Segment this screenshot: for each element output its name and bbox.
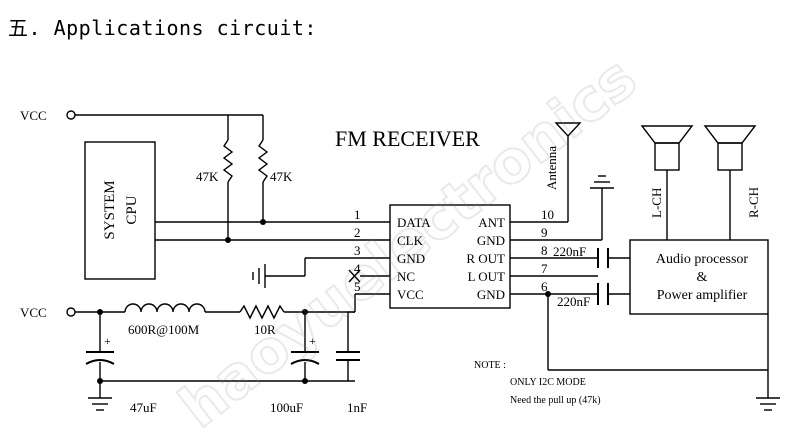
fm-receiver-chip — [389, 204, 511, 309]
cap-polarity-mark: + — [309, 334, 316, 348]
section-heading: 五. Applications circuit: — [8, 16, 317, 40]
series-resistor — [239, 304, 285, 320]
cap-47uf-label: 47uF — [130, 400, 157, 415]
pullup-2-label: 47K — [270, 169, 293, 184]
vcc-bottom-label: VCC — [20, 305, 47, 320]
pin-name: GND — [477, 233, 505, 248]
audio-block-line3: Power amplifier — [657, 288, 748, 303]
cpu-label-line2: CPU — [124, 195, 140, 224]
note-title: NOTE : — [474, 360, 506, 371]
left-speaker-icon — [640, 125, 694, 171]
pin-name: R OUT — [466, 251, 505, 266]
cap-polarity-mark: + — [104, 334, 111, 348]
diagram-title: FM RECEIVER — [335, 126, 480, 151]
ground-icon-output — [756, 397, 780, 411]
pullup-resistor-2 — [257, 139, 269, 183]
series-resistor-label: 10R — [254, 322, 276, 337]
ground-icon-pin3 — [252, 264, 266, 288]
pin-number: 7 — [541, 261, 548, 276]
note-line2: Need the pull up (47k) — [510, 395, 601, 406]
inductor-label: 600R@100M — [128, 322, 200, 337]
pin-name: NC — [397, 269, 415, 284]
antenna-label: Antenna — [544, 146, 559, 190]
capacitor-1nf — [336, 351, 360, 361]
audio-block-line1: Audio processor — [656, 252, 748, 267]
pin-name: CLK — [397, 233, 424, 248]
vcc-top-label: VCC — [20, 108, 47, 123]
vcc-bottom-terminal — [66, 307, 76, 317]
pin-number: 3 — [354, 243, 361, 258]
pin-number: 10 — [541, 207, 554, 222]
pin-name: DATA — [397, 215, 431, 230]
audio-processor-block — [629, 239, 769, 315]
capacitor-47uf — [85, 351, 115, 365]
pin-name: GND — [397, 251, 425, 266]
ground-icon-antenna-gnd — [590, 175, 614, 189]
vcc-top-terminal — [66, 110, 76, 120]
note-line1: ONLY I2C MODE — [510, 377, 586, 388]
pin-name: VCC — [397, 287, 424, 302]
cap-100uf-label: 100uF — [270, 400, 303, 415]
cap-out-r-label: 220nF — [553, 244, 586, 259]
right-speaker-icon — [703, 125, 757, 171]
pin-number: 6 — [541, 279, 548, 294]
pin-number: 1 — [354, 207, 361, 222]
cap-out-l-label: 220nF — [557, 294, 590, 309]
pin-name: ANT — [478, 215, 505, 230]
pin-number: 9 — [541, 225, 548, 240]
cap-1nf-label: 1nF — [347, 400, 367, 415]
ground-icon-supply — [88, 397, 112, 411]
pin-number: 2 — [354, 225, 361, 240]
audio-block-line2: & — [697, 270, 708, 285]
capacitor-100uf — [290, 351, 320, 365]
pin-number: 5 — [354, 279, 361, 294]
pin-name: L OUT — [468, 269, 505, 284]
cpu-label-line1: SYSTEM — [102, 180, 118, 239]
antenna-icon — [554, 122, 582, 138]
left-channel-label: L-CH — [649, 188, 664, 218]
pin-name: GND — [477, 287, 505, 302]
pullup-1-label: 47K — [196, 169, 219, 184]
system-cpu-block — [84, 141, 156, 280]
pullup-resistor-1 — [222, 139, 234, 183]
pin-number: 8 — [541, 243, 548, 258]
inductor-icon — [124, 303, 206, 313]
right-channel-label: R-CH — [746, 187, 761, 218]
pin-number: 4 — [354, 261, 361, 276]
